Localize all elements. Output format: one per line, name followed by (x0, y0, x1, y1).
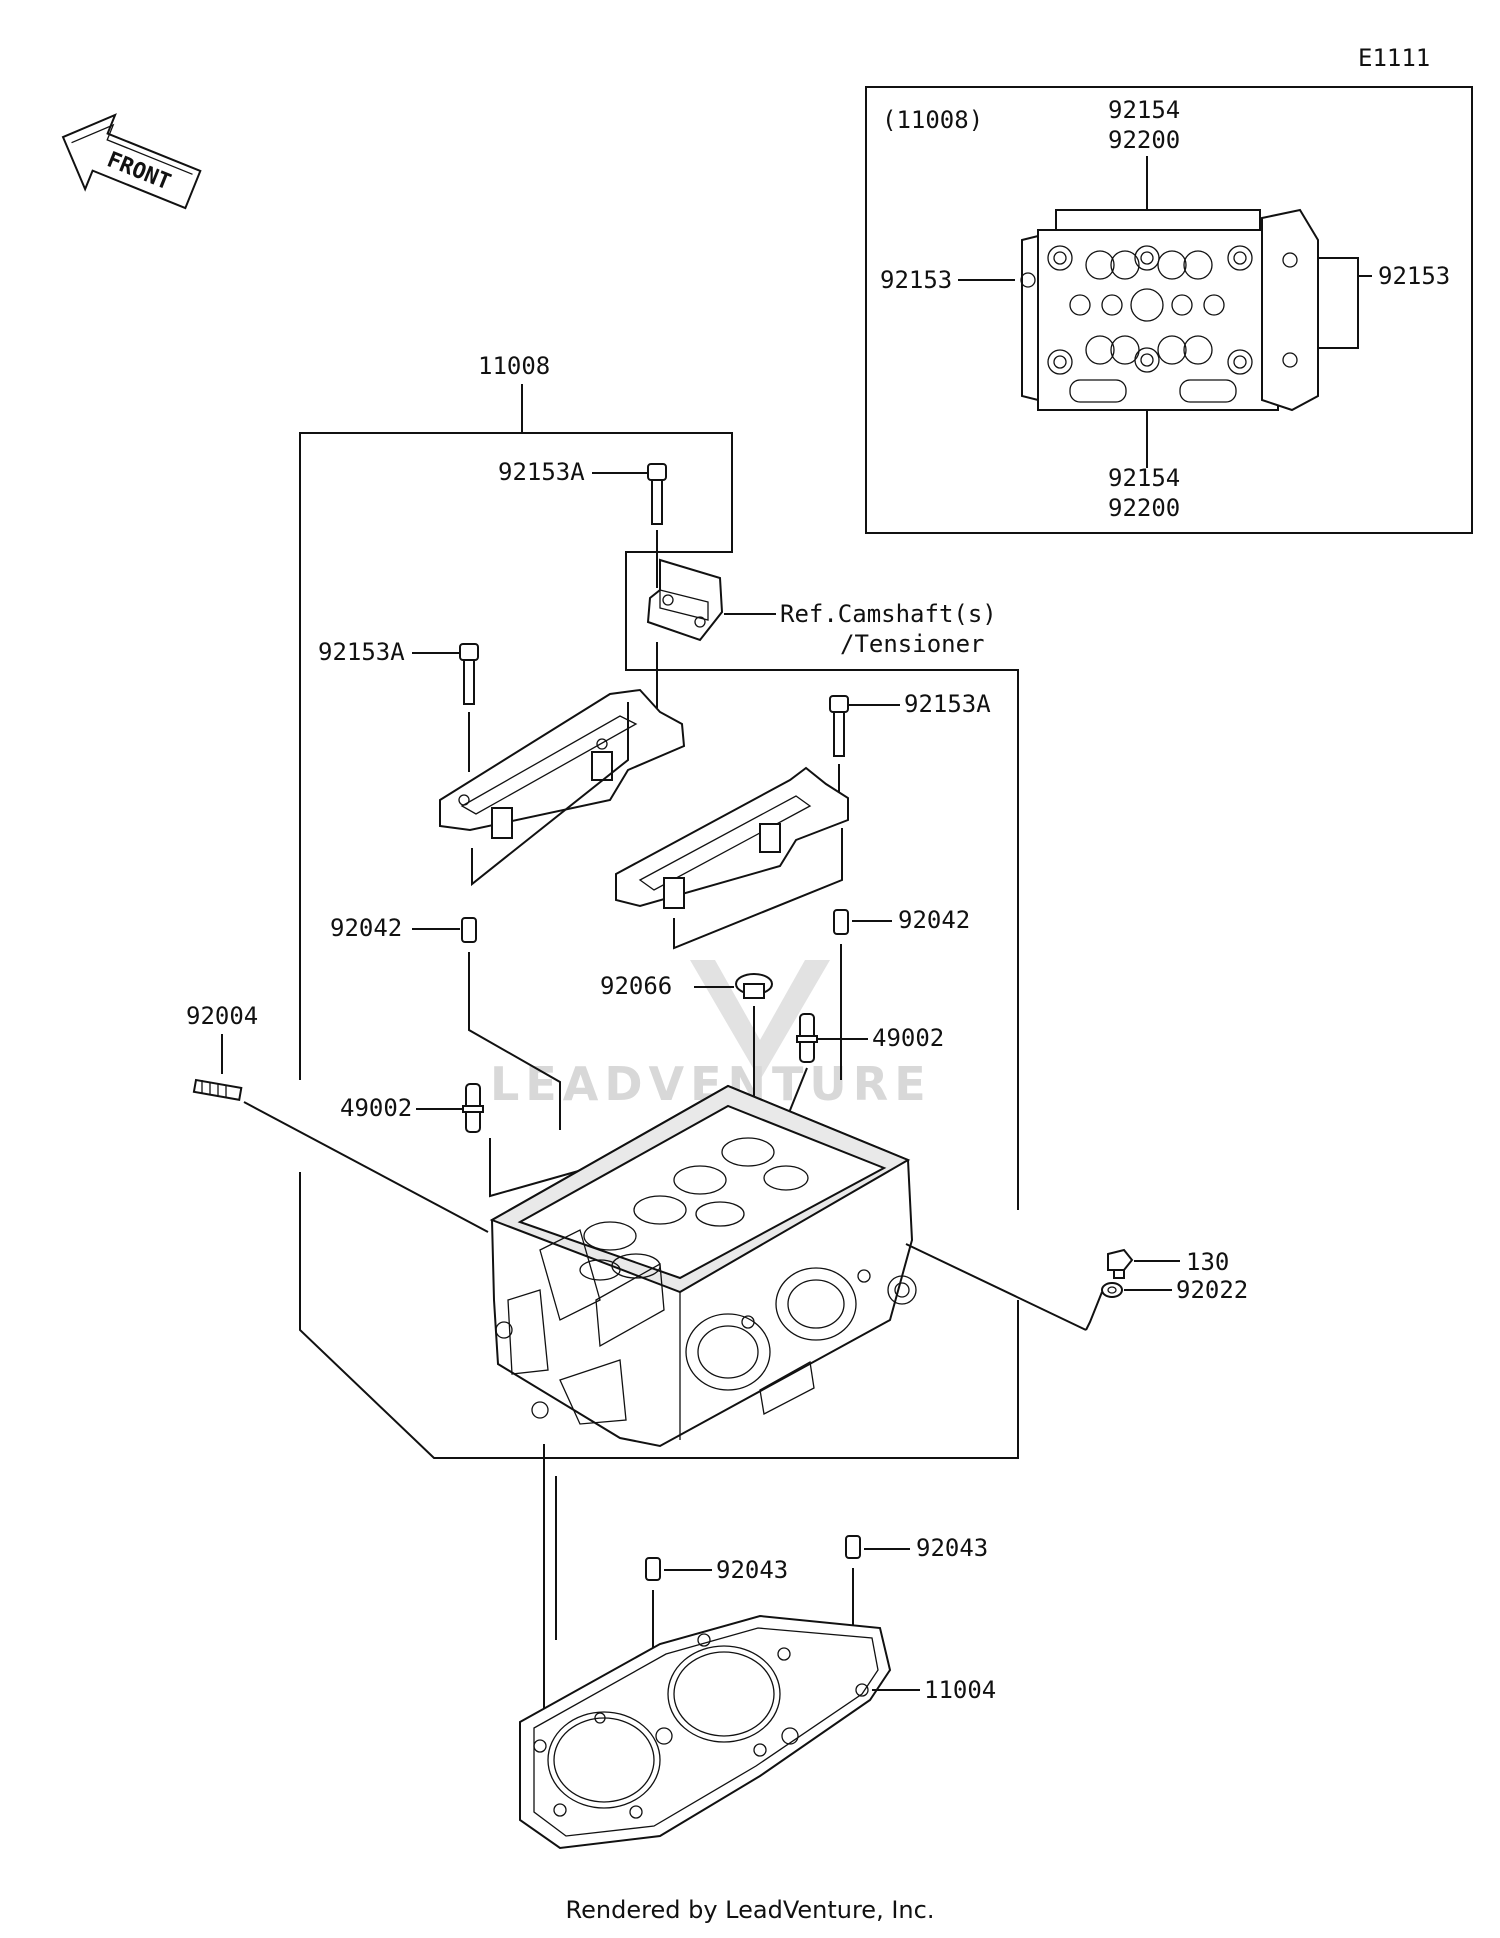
callout-bolt-right: 92153A (904, 690, 991, 718)
callout-pin-left: 92043 (716, 1556, 788, 1584)
assembly-bracket (299, 384, 1019, 1459)
camshaft-cap-right (615, 766, 849, 909)
inset-right-part: 92153 (1378, 262, 1450, 290)
washer (1101, 1282, 1123, 1298)
cylinder-head (489, 1084, 917, 1448)
callout-ref-line2: /Tensioner (840, 630, 985, 658)
fitting (1107, 1248, 1134, 1279)
leadventure-watermark: LEADVENTURE (490, 960, 926, 1111)
dowel-right (833, 909, 849, 935)
bolt-left (459, 643, 479, 705)
camshaft-bracket (646, 558, 724, 642)
bolt-top (647, 463, 667, 525)
callout-bolt-top: 92153A (498, 458, 585, 486)
callout-gasket: 11004 (924, 1676, 996, 1704)
inset-top-part-b: 92200 (1108, 126, 1180, 154)
callout-plug: 92066 (600, 972, 672, 1000)
inset-bottom-part-b: 92200 (1108, 494, 1180, 522)
valve-guide-right (796, 1013, 818, 1063)
inset-head-top-view (1020, 208, 1359, 412)
callout-ref-line1: Ref.Camshaft(s) (780, 600, 997, 628)
inset-bottom-part-a: 92154 (1108, 464, 1180, 492)
inset-left-part: 92153 (880, 266, 952, 294)
valve-guide-left (462, 1083, 484, 1133)
diagram-code: E1111 (1358, 44, 1430, 72)
callout-dowel-left: 92042 (330, 914, 402, 942)
callout-washer: 92022 (1176, 1276, 1248, 1304)
front-arrow-icon: FRONT (61, 113, 202, 210)
inset-top-part-a: 92154 (1108, 96, 1180, 124)
head-gasket (519, 1614, 892, 1850)
callout-guide-left: 49002 (340, 1094, 412, 1122)
camshaft-cap-left (439, 688, 686, 839)
stud (192, 1078, 243, 1101)
plug (735, 973, 773, 999)
footer-credit: Rendered by LeadVenture, Inc. (565, 1896, 935, 1924)
callout-dowel-right: 92042 (898, 906, 970, 934)
callout-bolt-left: 92153A (318, 638, 405, 666)
callout-fitting: 130 (1186, 1248, 1229, 1276)
pin-right (845, 1535, 861, 1559)
callout-stud: 92004 (186, 1002, 258, 1030)
dowel-left (461, 917, 477, 943)
callout-guide-right: 49002 (872, 1024, 944, 1052)
inset-panel: (11008) 92154 92200 92153 92153 92154 92… (865, 86, 1473, 534)
pin-left (645, 1557, 661, 1581)
callout-pin-right: 92043 (916, 1534, 988, 1562)
inset-title: (11008) (882, 106, 983, 134)
callout-cylinder-head: 11008 (478, 352, 550, 380)
bolt-right (829, 695, 849, 757)
